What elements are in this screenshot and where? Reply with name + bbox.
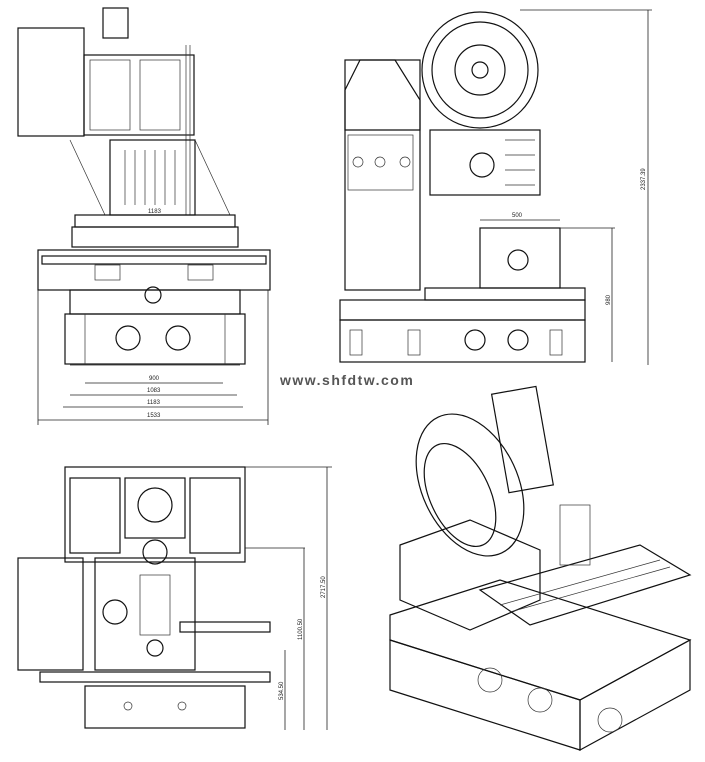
front-dim-1083: 1083 [147,388,161,394]
spindle-motor [102,7,129,39]
front-dim-1533: 1533 [147,413,161,419]
side-dim-980: 980 [606,294,612,305]
front-dim-900: 900 [149,376,160,382]
side-dim-total: 2337.39 [641,168,647,190]
front-view [17,7,271,425]
top-dim-low: 534.50 [279,681,285,700]
top-dim-total: 2717.50 [321,576,327,598]
side-view [339,9,652,365]
side-dim-500: 500 [512,213,523,219]
watermark: www.shfdtw.com [280,372,415,388]
top-dim-mid: 1100.50 [298,618,304,640]
isometric-view [389,385,692,752]
tool-magazine-iso [415,413,525,557]
top-view [17,466,332,730]
front-dim-1183: 1183 [147,400,161,406]
control-cabinet [17,27,85,137]
tool-magazine [421,11,539,129]
front-dim-top: 1183 [148,209,162,215]
